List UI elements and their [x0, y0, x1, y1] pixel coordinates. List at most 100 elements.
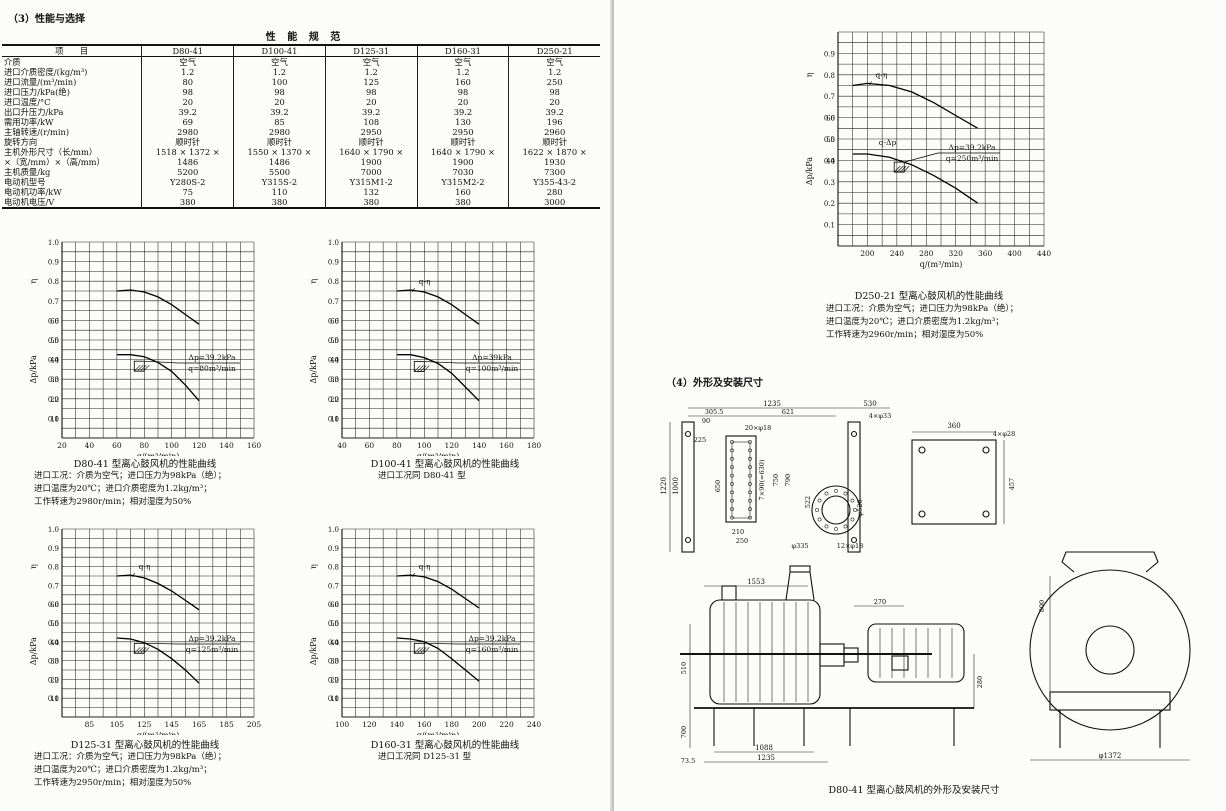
flange-hole — [824, 524, 829, 529]
note-line: 进口工况：介质为空气；进口压力为98kPa（绝）； — [826, 304, 1019, 314]
table-cell: 39.2 — [141, 107, 235, 117]
dp-tick-label: 40 — [330, 357, 339, 365]
eta-tick-label: 0.9 — [824, 50, 835, 58]
x-tick-label: 120 — [362, 720, 377, 729]
flange-hole — [853, 508, 857, 512]
chart-caption-d100-41: D100-41 型离心鼓风机的性能曲线 — [370, 459, 520, 470]
x-tick-label: 120 — [445, 441, 460, 450]
table-cell-line: 280 — [546, 187, 563, 197]
annotation-leader — [144, 360, 179, 364]
table-cell-line: 5500 — [268, 167, 291, 177]
dp-tick-label: 30 — [50, 376, 59, 384]
design-point-box — [413, 361, 425, 372]
flange-hole — [850, 517, 855, 522]
table-cell: 1640 × 1790 ×1900 — [325, 147, 418, 167]
table-cell-line: 2950 — [360, 127, 382, 137]
table-cell: 7300 — [509, 167, 600, 177]
table-cell-line: 130 — [455, 117, 471, 127]
eta-tick-label: 0.2 — [48, 676, 59, 684]
table-cell: 主轴转速/(r/min) — [2, 127, 143, 137]
table-cell: 98 — [141, 87, 235, 97]
dp-axis-label: Δp/kPa — [309, 355, 318, 383]
dp-curve-label: q-Δp — [879, 138, 897, 147]
chart-note-d160-31: 进口工况同 D125-31 型 — [378, 751, 471, 764]
annotation-dp: Δp=39.2kPa — [189, 634, 236, 643]
table-cell: 1640 × 1790 ×1900 — [417, 147, 510, 167]
table-cell-line: 1550 × 1370 × — [247, 147, 312, 157]
dimension-label: 621 — [782, 408, 794, 416]
table-cell: 1.2 — [417, 67, 510, 77]
flange-hole — [843, 524, 848, 529]
table-cell: 380 — [325, 197, 418, 209]
table-cell-line: 98 — [457, 87, 469, 97]
eta-tick-label: 0.3 — [328, 658, 339, 666]
bolt-hole — [982, 446, 990, 454]
x-tick-label: 40 — [337, 441, 347, 450]
table-cell: Y315M1-2 — [325, 177, 418, 187]
hatch-line — [143, 647, 150, 654]
table-cell: 空气 — [325, 56, 418, 67]
eta-tick-label: 0.8 — [328, 278, 339, 286]
table-cell: 7000 — [325, 167, 418, 177]
dimension-label: 20×φ18 — [745, 424, 772, 432]
dimension-label: 750 — [772, 474, 780, 486]
table-cell: 1622 × 1870 ×1930 — [509, 147, 600, 167]
x-tick-label: 160 — [417, 720, 432, 729]
dp-tick-label: 40 — [826, 157, 835, 165]
table-cell-line: 旋转方向 — [4, 137, 38, 147]
table-cell-line: 39.2 — [178, 107, 197, 117]
annotation-q: q=80m³/min — [188, 364, 236, 373]
table-cell-line: Y280S-2 — [170, 177, 206, 187]
table-cell: 进口温度/°C — [2, 97, 143, 107]
end-view-casing — [1029, 569, 1191, 731]
note-line: 工作转速为2960r/min；相对湿度为50% — [826, 330, 984, 340]
label-leader — [412, 572, 415, 578]
eta-tick-label: 0.7 — [328, 298, 339, 306]
table-cell: 1.2 — [141, 67, 235, 77]
hatch-line — [137, 364, 144, 372]
table-cell: 110 — [233, 187, 326, 197]
label-leader — [869, 81, 872, 86]
table-cell: 160 — [417, 187, 510, 197]
table-cell: 空气 — [509, 57, 600, 67]
x-tick-label: 145 — [165, 720, 180, 729]
dimension-label: φ335 — [792, 542, 809, 550]
table-cell-line: 250 — [546, 77, 563, 87]
flange-hole — [817, 517, 822, 522]
x-tick-label: 60 — [112, 441, 122, 450]
table-cell-line: 1.2 — [364, 67, 378, 77]
table-cell-line: Y315M2-2 — [441, 177, 485, 187]
chart-caption-d125-31: D125-31 型离心鼓风机的性能曲线 — [70, 740, 220, 751]
eta-tick-label: 0.9 — [48, 259, 59, 267]
table-cell: 7030 — [417, 167, 510, 177]
table-cell: 进口压力/kPa(绝) — [2, 87, 143, 97]
table-cell: 132 — [325, 187, 418, 197]
table-cell: 空气 — [141, 56, 235, 67]
x-tick-label: 80 — [392, 441, 402, 450]
table-cell: Y280S-2 — [141, 177, 235, 187]
flange-outlet — [725, 435, 757, 523]
flange-hole — [824, 491, 829, 496]
table-cell-line: 2980 — [177, 127, 199, 137]
note-line: 工作转速为2980r/min；相对湿度为50% — [34, 497, 192, 507]
table-cell-line: 空气 — [271, 57, 288, 67]
hatch-line — [423, 365, 430, 372]
dp-tick-label: 30 — [330, 376, 339, 384]
table-cell-line: 进口介质密度/(kg/m³) — [4, 67, 88, 77]
dimension-label: 7×90(=630) — [758, 459, 766, 500]
motor-base-plate — [911, 439, 997, 525]
x-axis-label: q/(m³/min) — [417, 452, 460, 456]
eta-curve-label: q-η — [419, 277, 431, 286]
hatch-line — [420, 647, 427, 654]
chart-note-d250-21: 进口工况：介质为空气；进口压力为98kPa（绝）；进口温度为20℃；进口介质密度… — [826, 303, 1018, 342]
table-cell-line: 1.2 — [548, 67, 562, 77]
chart-caption-d80-41: D80-41 型离心鼓风机的性能曲线 — [73, 459, 217, 470]
x-tick-label: 180 — [445, 720, 460, 729]
hatch-line — [423, 647, 430, 654]
